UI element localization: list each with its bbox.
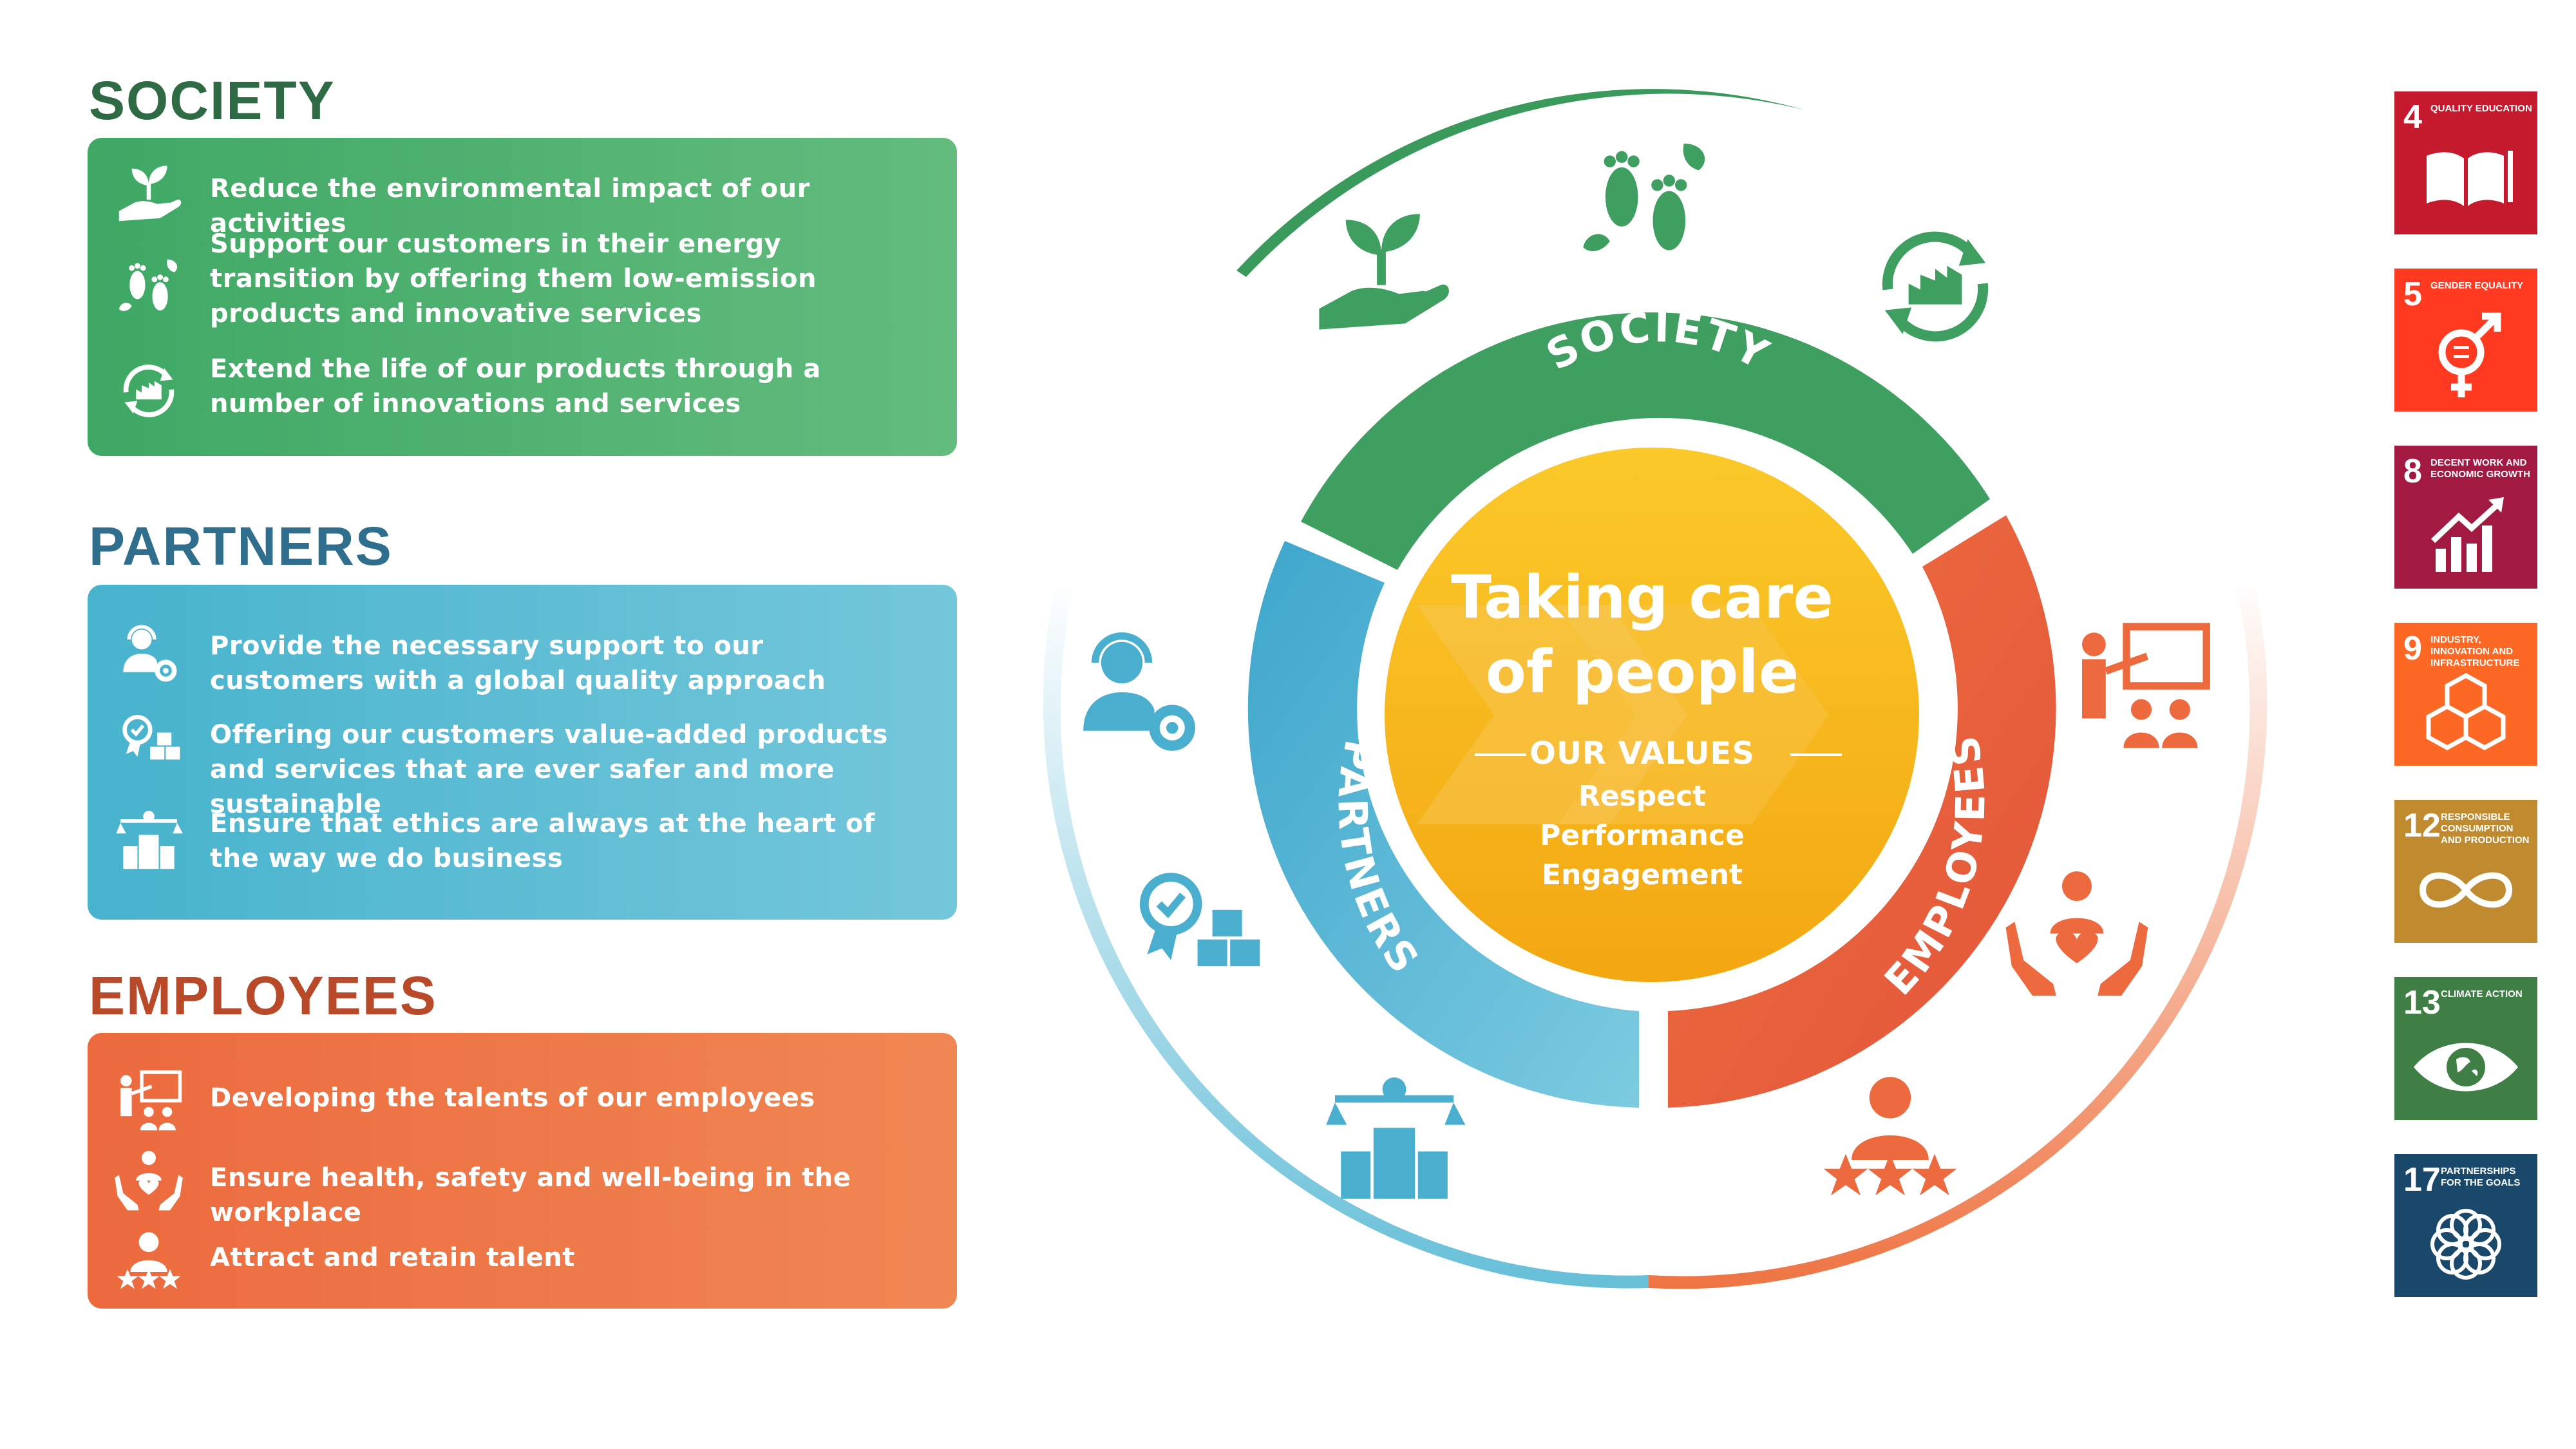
values-list: Respect Performance Engagement — [1385, 777, 1900, 895]
sdg-label: Quality Education — [2430, 103, 2532, 114]
sdg-tile-9: 9 Industry, Innovation and Infrastructur… — [2394, 623, 2537, 766]
sdg-number: 4 — [2403, 99, 2422, 136]
society-item-text: Reduce the environmental impact of our a… — [210, 174, 810, 238]
employees-item-text: Developing the talents of our employees — [210, 1083, 815, 1113]
ethics-scale-icon — [113, 804, 184, 875]
center-title-line1: Taking care — [1451, 563, 1833, 632]
society-item-text: Support our customers in their energy tr… — [210, 229, 817, 328]
society-segment — [1301, 312, 1990, 570]
sdg-label: Decent Work and Economic Growth — [2430, 457, 2530, 480]
footprints-icon — [1583, 144, 1705, 252]
sdg-tile-8: 8 Decent Work and Economic Growth — [2394, 446, 2537, 589]
ethics-scale-icon — [1326, 1077, 1466, 1199]
values-rule-right — [1790, 753, 1842, 756]
employees-segment — [1668, 515, 2056, 1108]
partners-heading: PARTNERS — [89, 516, 393, 576]
sdg-tile-5: 5 Gender Equality — [2394, 269, 2537, 412]
infinity-icon — [2419, 872, 2513, 908]
footprints-icon — [113, 252, 184, 323]
support-agent-icon — [113, 618, 184, 689]
partners-item-text: Provide the necessary support to our cus… — [210, 631, 826, 696]
value-item: Performance — [1540, 819, 1745, 852]
recycle-icon — [1882, 231, 1989, 342]
sdg-tile-12: 12 Responsible Consumption and Productio… — [2394, 800, 2537, 943]
sdg-label: Climate Action — [2441, 989, 2523, 999]
values-rule-left — [1475, 753, 1526, 756]
employees-item-text: Attract and retain talent — [210, 1243, 575, 1273]
partners-item-text: Ensure that ethics are always at the hea… — [210, 809, 875, 873]
plant-in-hand-icon — [113, 156, 184, 227]
training-icon — [113, 1065, 184, 1136]
plant-in-hand-icon — [1319, 214, 1449, 330]
sdg-number: 5 — [2403, 276, 2422, 313]
employees-item-text: Ensure health, safety and well-being in … — [210, 1163, 851, 1227]
cubes-icon — [2426, 673, 2506, 750]
sdg-tile-17: 17 Partnerships for the Goals — [2394, 1154, 2537, 1297]
flower-rings-icon — [2430, 1209, 2501, 1280]
center-disc — [1385, 448, 1919, 982]
sdg-number: 13 — [2403, 984, 2441, 1021]
society-panel: Reduce the environmental impact of our a… — [88, 138, 957, 456]
wellbeing-hands-icon — [2005, 871, 2148, 996]
sdg-number: 9 — [2403, 630, 2422, 667]
sdg-number: 12 — [2403, 807, 2441, 844]
partners-panel: Provide the necessary support to our cus… — [88, 585, 957, 920]
sdg-tile-13: 13 Climate Action — [2394, 977, 2537, 1120]
quality-badge-icon — [113, 707, 184, 778]
employees-panel: Developing the talents of our employees … — [88, 1033, 957, 1309]
outer-ring-top — [1236, 89, 1803, 277]
sdg-label: Partnerships for the Goals — [2441, 1166, 2521, 1188]
sdg-label: Industry, Innovation and Infrastructure — [2430, 634, 2520, 668]
employees-heading: EMPLOYEES — [89, 965, 437, 1026]
talent-stars-icon — [1823, 1077, 1957, 1196]
quality-badge-icon — [1139, 873, 1260, 967]
sdg-number: 8 — [2403, 453, 2422, 490]
eye-globe-icon — [2414, 1043, 2518, 1092]
talent-stars-icon — [113, 1222, 184, 1293]
partners-item-text: Offering our customers value-added produ… — [210, 720, 888, 819]
values-heading: OUR VALUES — [1530, 735, 1755, 772]
gender-equality-icon — [2438, 312, 2501, 397]
book-icon — [2427, 151, 2513, 206]
value-item: Engagement — [1542, 858, 1743, 891]
sdg-tile-4: 4 Quality Education — [2394, 91, 2537, 234]
growth-chart-icon — [2430, 497, 2504, 572]
sdg-number: 17 — [2403, 1161, 2441, 1198]
wellbeing-hands-icon — [113, 1144, 184, 1215]
recycle-icon — [113, 355, 184, 426]
center-title: Taking care of people — [1385, 560, 1900, 710]
sdg-label: Gender Equality — [2430, 280, 2524, 291]
partners-segment — [1247, 541, 1639, 1108]
sdg-label: Responsible Consumption and Production — [2441, 811, 2530, 846]
support-agent-icon — [1083, 632, 1195, 751]
values-ring-diagram: SOCIETY PARTNERS EMPLOYEES — [1043, 89, 2268, 1289]
center-title-line2: of people — [1485, 638, 1799, 706]
society-heading: SOCIETY — [89, 70, 336, 131]
society-item-text: Extend the life of our products through … — [210, 354, 821, 419]
value-item: Respect — [1578, 780, 1707, 813]
training-icon — [2082, 623, 2210, 748]
